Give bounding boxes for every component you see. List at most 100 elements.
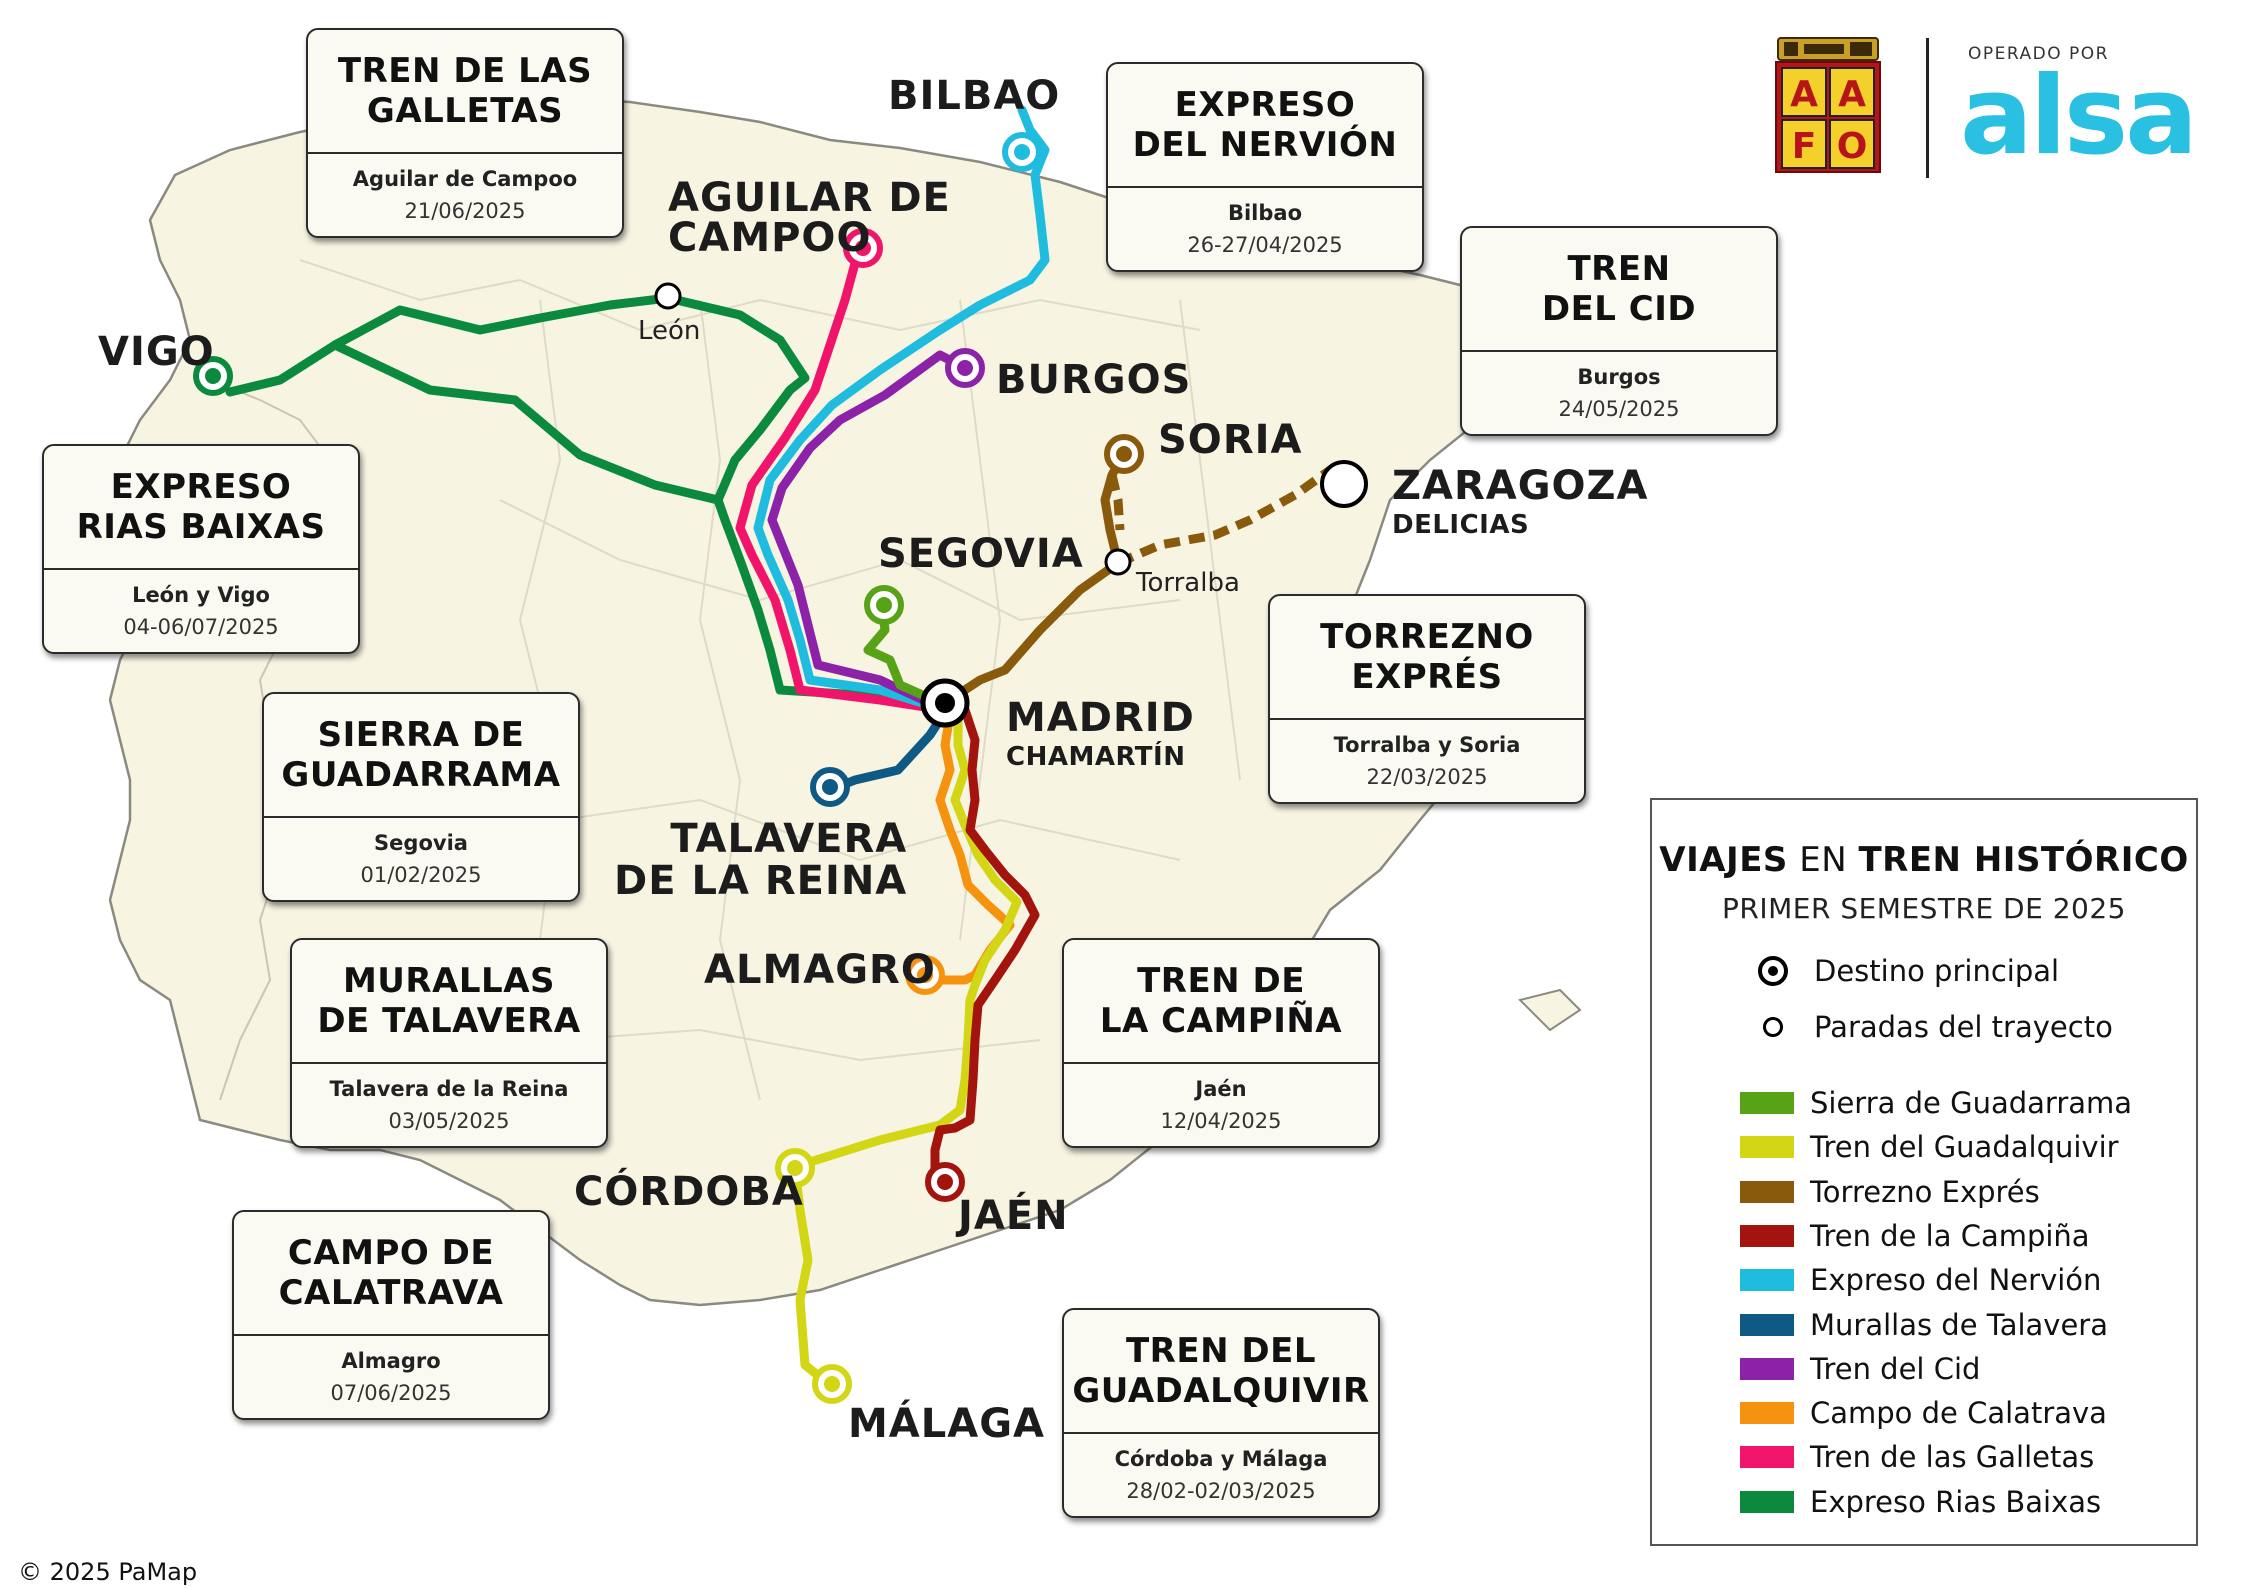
box-date: 04-06/07/2025 (123, 615, 279, 639)
portugal-border (209, 379, 332, 1101)
legend-route-swatch (1740, 1136, 1794, 1159)
legend-route-item: Tren de las Galletas (1740, 1440, 2094, 1474)
box-date: 24/05/2025 (1558, 397, 1680, 421)
route-expreso-del-nervion (753, 105, 1050, 715)
box-torrezno-expres: TORREZNO EXPRÉS Torralba y Soria 22/03/2… (1268, 594, 1586, 804)
legend-route-label: Campo de Calatrava (1810, 1396, 2107, 1431)
legend-route-item: Expreso del Nervión (1740, 1263, 2101, 1297)
label-cordoba: CÓRDOBA (574, 1169, 804, 1215)
logo-divider (1926, 38, 1929, 178)
box-place: León y Vigo (132, 583, 270, 607)
box-title-line2: GALLETAS (366, 91, 564, 131)
stop-icon (1763, 1017, 1783, 1037)
box-title-line1: MURALLAS (342, 960, 556, 1001)
legend-route-label: Murallas de Talavera (1810, 1307, 2108, 1342)
aafo-logo: A A F O (1772, 36, 1884, 178)
operated-by-label: OPERADO POR (1968, 44, 2109, 64)
label-segovia: SEGOVIA (878, 531, 1084, 577)
box-title-line1: TORREZNO (1320, 616, 1534, 657)
stations (193, 132, 1368, 1404)
box-title: EXPRESO RIAS BAIXAS (44, 446, 358, 570)
label-soria: SORIA (1158, 417, 1303, 463)
box-date: 28/02-02/03/2025 (1126, 1479, 1316, 1503)
stop-torralba (1104, 548, 1132, 576)
box-title-line2: LA CAMPIÑA (1099, 1001, 1343, 1041)
box-murallas-de-talavera: MURALLAS DE TALAVERA Talavera de la Rein… (290, 938, 608, 1148)
box-place: Córdoba y Málaga (1114, 1447, 1328, 1471)
box-title-line2: GUADARRAMA (281, 755, 561, 795)
legend-route-swatch (1740, 1402, 1794, 1425)
legend-main-destination: Destino principal (1758, 954, 2059, 988)
label-zaragoza-name: ZARAGOZA (1392, 463, 1649, 509)
legend-route-swatch (1740, 1269, 1794, 1292)
legend-route-label: Tren de la Campiña (1810, 1218, 2090, 1253)
label-madrid-sub: CHAMARTÍN (1006, 742, 1186, 772)
box-campo-de-calatrava: CAMPO DE CALATRAVA Almagro 07/06/2025 (232, 1210, 550, 1420)
legend-title: VIAJES EN TREN HISTÓRICO (1652, 840, 2196, 880)
box-title-line1: TREN DEL (1125, 1330, 1316, 1371)
aafo-letter-2: A (1838, 74, 1866, 115)
box-title: CAMPO DE CALATRAVA (234, 1212, 548, 1336)
legend-stops: Paradas del trayecto (1763, 1010, 2113, 1044)
legend-route-label: Tren del Guadalquivir (1810, 1130, 2119, 1165)
box-title-line2: DE TALAVERA (317, 1001, 581, 1041)
station-vigo (193, 356, 233, 396)
alsa-logo: alsa (1960, 54, 2198, 179)
legend-title-part2: EN (1799, 840, 1848, 880)
station-aguilar (843, 228, 883, 268)
label-vigo: VIGO (98, 329, 215, 375)
legend-title-part1: VIAJES (1659, 840, 1788, 880)
box-title-line2: EXPRÉS (1351, 657, 1503, 697)
station-talavera (810, 767, 850, 807)
box-title: MURALLAS DE TALAVERA (292, 940, 606, 1064)
station-cordoba (775, 1148, 815, 1188)
legend-route-label: Torrezno Exprés (1810, 1174, 2040, 1209)
box-title: TORREZNO EXPRÉS (1270, 596, 1584, 720)
legend-main-destination-label: Destino principal (1814, 954, 2060, 988)
balearic-coast (1518, 988, 1582, 1032)
route-tren-de-la-campina (930, 705, 1040, 1185)
route-expreso-rias-baixas-south (330, 340, 723, 505)
box-date: 12/04/2025 (1160, 1109, 1282, 1133)
station-malaga (812, 1364, 852, 1404)
box-title: TREN DE LA CAMPIÑA (1064, 940, 1378, 1064)
box-place: Segovia (374, 831, 468, 855)
legend-route-swatch (1740, 1180, 1794, 1203)
legend-route-item: Campo de Calatrava (1740, 1396, 2107, 1430)
box-title-line2: CALATRAVA (278, 1273, 504, 1313)
label-burgos: BURGOS (996, 357, 1192, 403)
box-expreso-del-nervion: EXPRESO DEL NERVIÓN Bilbao 26-27/04/2025 (1106, 62, 1424, 272)
legend-route-item: Tren del Cid (1740, 1352, 1980, 1386)
station-almagro (905, 955, 945, 995)
box-sierra-de-guadarrama: SIERRA DE GUADARRAMA Segovia 01/02/2025 (262, 692, 580, 902)
aafo-logo-icon: A A F O (1775, 37, 1881, 173)
label-leon: León (638, 316, 701, 346)
legend-route-swatch (1740, 1224, 1794, 1247)
main-destination-icon (1758, 956, 1788, 986)
box-expreso-rias-baixas: EXPRESO RIAS BAIXAS León y Vigo 04-06/07… (42, 444, 360, 654)
aafo-letter-4: O (1837, 126, 1868, 167)
box-title-line1: SIERRA DE (317, 714, 525, 755)
label-zaragoza-sub: DELICIAS (1392, 510, 1530, 540)
label-aguilar-line2: CAMPOO (668, 215, 872, 261)
box-title-line1: TREN DE LAS (337, 50, 593, 91)
box-place: Almagro (341, 1349, 441, 1373)
box-title-line1: TREN DE (1137, 960, 1305, 1001)
legend-route-swatch (1740, 1313, 1794, 1336)
station-segovia (864, 585, 904, 625)
box-title: TREN DE LAS GALLETAS (308, 30, 622, 154)
box-title-line1: EXPRESO (1174, 84, 1356, 125)
box-date: 21/06/2025 (404, 199, 526, 223)
aafo-letter-3: F (1792, 126, 1817, 167)
box-tren-del-guadalquivir: TREN DEL GUADALQUIVIR Córdoba y Málaga 2… (1062, 1308, 1380, 1518)
legend-subtitle: PRIMER SEMESTRE DE 2025 (1722, 892, 2126, 925)
station-jaen (925, 1162, 965, 1202)
legend-route-label: Tren del Cid (1810, 1351, 1981, 1386)
legend-route-label: Sierra de Guadarrama (1810, 1086, 2133, 1120)
label-talavera: TALAVERA DE LA REINA (614, 818, 907, 902)
station-bilbao (1002, 132, 1042, 172)
label-aguilar: AGUILAR DE CAMPOO (668, 178, 951, 258)
legend-route-item: Tren de la Campiña (1740, 1219, 2090, 1253)
box-tren-de-la-campina: TREN DE LA CAMPIÑA Jaén 12/04/2025 (1062, 938, 1380, 1148)
box-date: 22/03/2025 (1366, 765, 1488, 789)
